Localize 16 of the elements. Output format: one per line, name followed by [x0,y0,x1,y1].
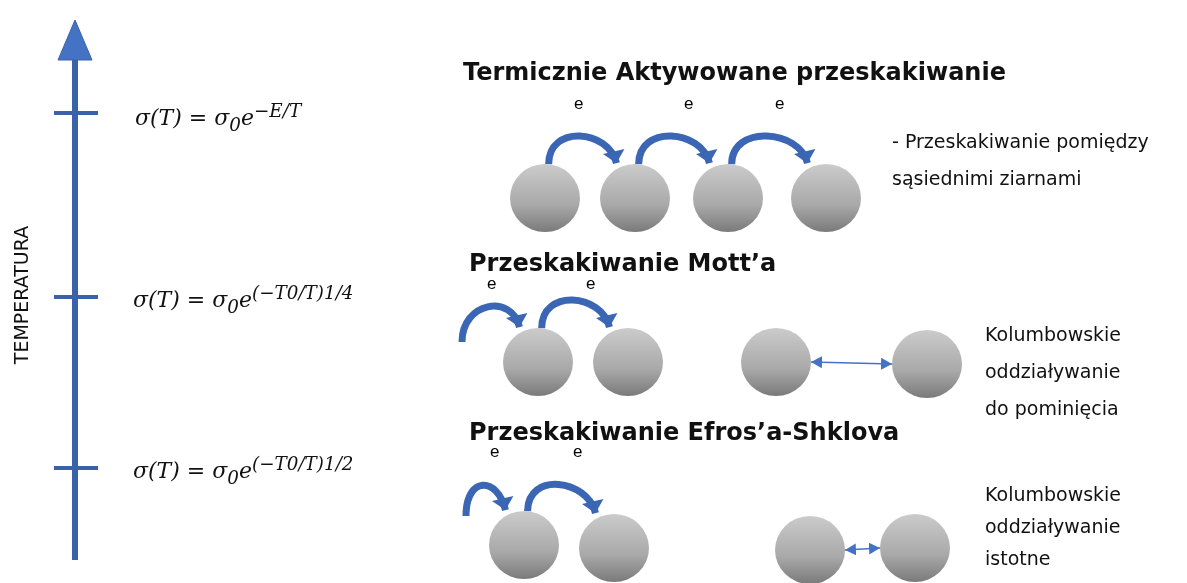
section-heading: Przeskakiwanie Efros’a-Shklova [469,418,900,446]
section-heading: Termicznie Aktywowane przeskakiwanie [463,58,1006,86]
double-arrow [810,356,893,370]
note-text: - Przeskakiwanie pomiędzy sąsiednimi ziarnami [892,129,1150,191]
hop-arrow [728,132,814,165]
section-heading: Przeskakiwanie Mott’a [469,249,777,277]
double-arrow [844,542,881,556]
hop-arrow [462,481,513,517]
note-text: Kolumbowskie oddziaływanie do pominięcia [985,322,1123,421]
hop-arrow [458,302,526,343]
formula: σ(T) = σ$_{0}$e$^{−E/T}$ [135,100,302,135]
note-text: Kolumbowskie oddziaływanie istotne [985,482,1123,571]
hop-arrow [635,132,716,165]
hop-arrow [538,296,616,329]
axis-title: TEMPERATURA [10,225,32,365]
hop-arrow [524,480,602,515]
